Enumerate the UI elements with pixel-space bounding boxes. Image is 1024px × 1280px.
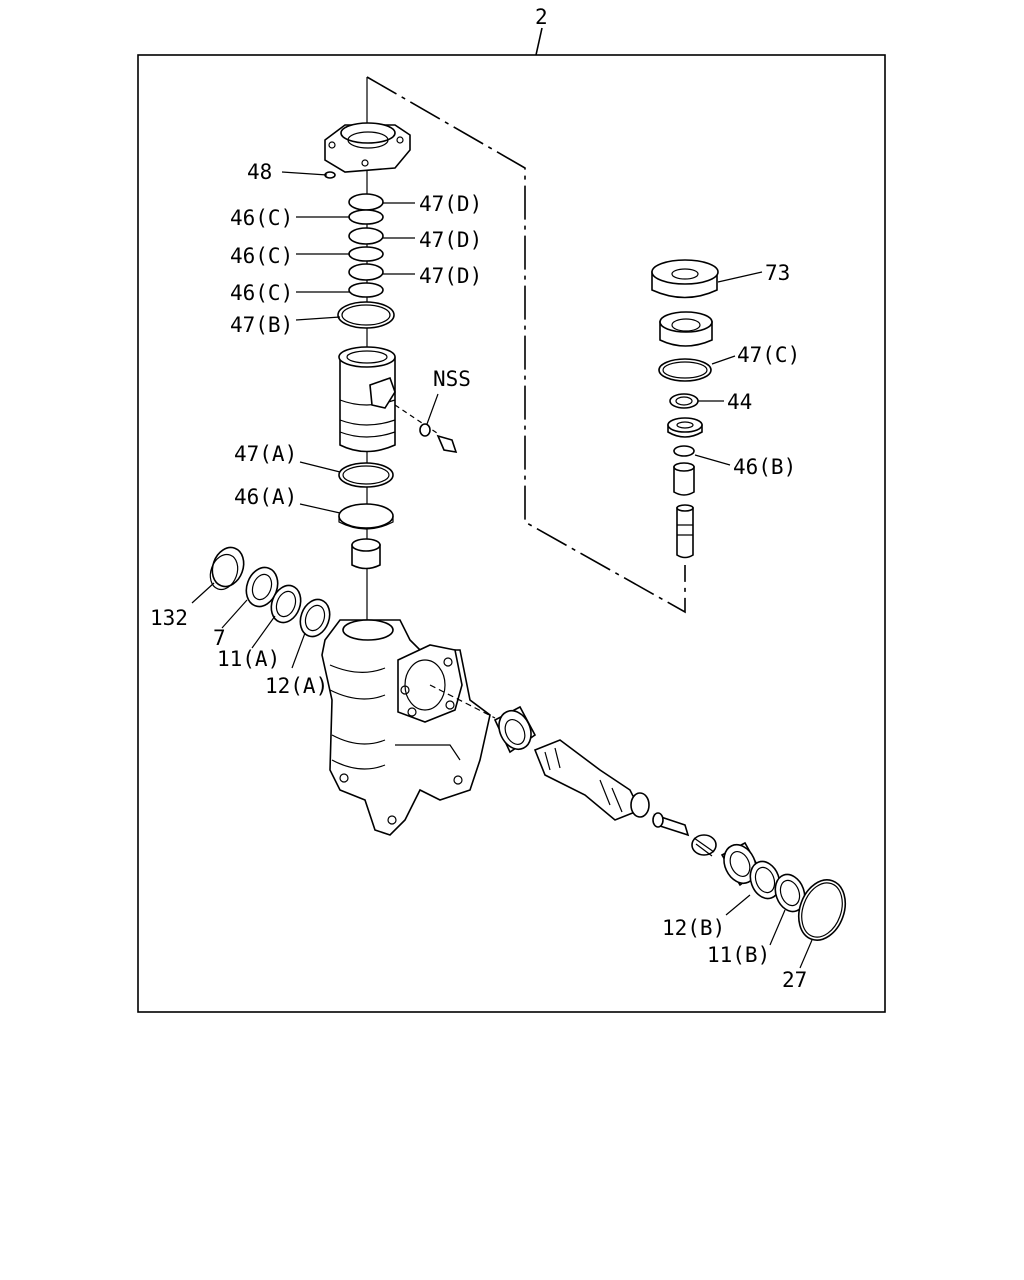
label-12a: 12(A) [265,674,328,698]
part-47c-oring [658,358,712,382]
label-73: 73 [765,261,790,285]
sector-shaft-part [533,739,650,821]
label-46a: 46(A) [234,485,297,509]
assembly-frame [137,54,886,1013]
valve-plunger-part [659,311,713,347]
label-46c-3: 46(C) [230,281,293,305]
part-47a-oring-inner [342,465,390,485]
gear-housing-part [321,619,491,836]
guide-path [366,76,686,614]
label-47a: 47(A) [234,442,297,466]
seal-ring-stack [337,193,395,329]
label-47b: 47(B) [230,313,293,337]
adjust-screw-part [652,812,690,837]
label-47d-3: 47(D) [419,264,482,288]
part-46a-ring [338,503,394,530]
part-47c-oring-inner [662,361,708,379]
nss-bolt [436,434,458,454]
axis-line-lower [429,684,496,719]
part-12a-ring [299,598,331,638]
part-11b-ring [774,873,806,913]
label-11b: 11(B) [707,943,770,967]
label-46c-1: 46(C) [230,206,293,230]
part-27-oring [797,879,847,941]
label-27: 27 [782,968,807,992]
spring-part [691,834,717,857]
leader-lines [191,171,813,969]
valve-body-part [338,346,396,453]
valve-seat-part [667,417,703,438]
right-bearing-part [720,841,762,887]
label-44: 44 [727,390,752,414]
label-47c: 47(C) [737,343,800,367]
label-12b: 12(B) [662,916,725,940]
label-48: 48 [247,160,272,184]
label-47d-1: 47(D) [419,192,482,216]
valve-sleeve-part [673,462,695,496]
nss-washer [419,423,431,437]
valve-stem-part [676,504,694,559]
part-73-cap [651,259,719,299]
label-46b: 46(B) [733,455,796,479]
assembly-number-label: 2 [535,5,548,29]
label-47d-2: 47(D) [419,228,482,252]
label-132: 132 [150,606,188,630]
part-47a-oring [338,462,394,488]
part-12b-ring [749,860,781,900]
part-11a-ring [270,584,302,624]
label-7: 7 [213,626,226,650]
part-46b-ring [673,445,695,457]
top-cover-part [324,122,411,173]
label-46c-2: 46(C) [230,244,293,268]
label-nss: NSS [433,367,471,391]
part-44-seal [669,393,699,409]
nss-leader-dash [394,404,441,436]
part-132-ring [209,546,245,591]
fitting-part [351,538,381,570]
assembly-leader-line [535,27,543,56]
needle-bearing-part [493,705,537,754]
label-11a: 11(A) [217,647,280,671]
